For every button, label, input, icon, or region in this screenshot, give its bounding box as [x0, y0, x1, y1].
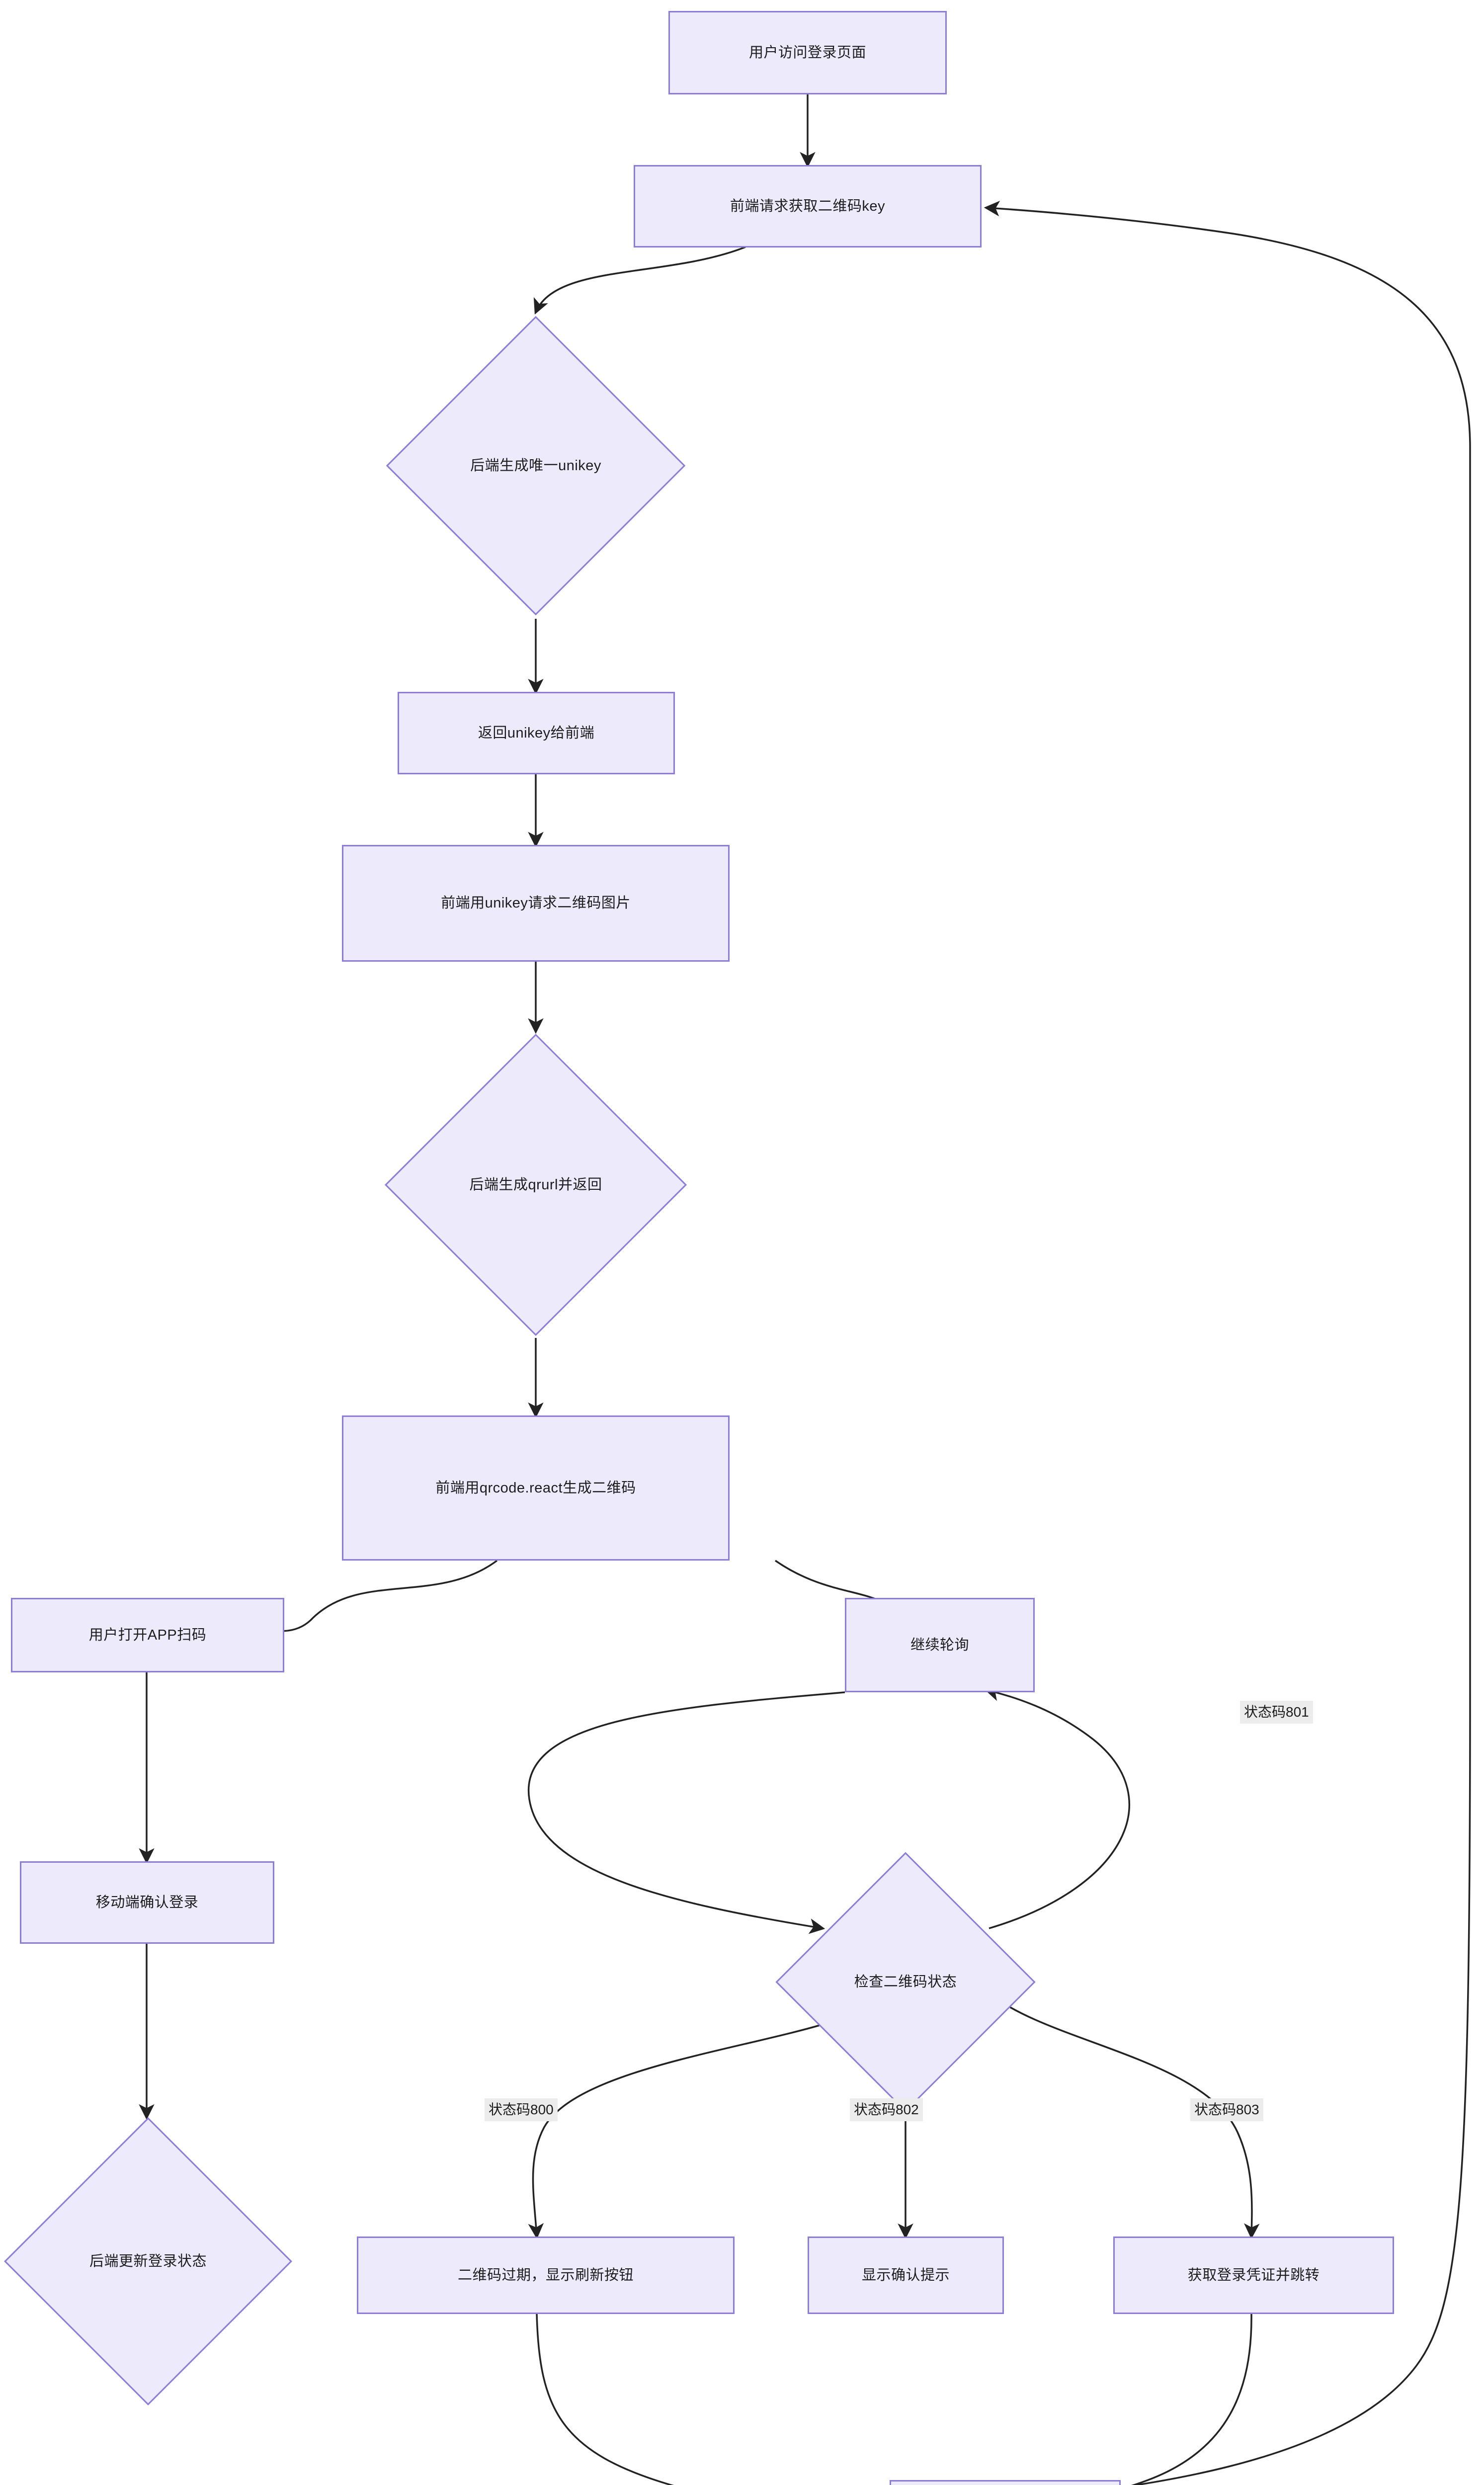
node-frontend-qrcode-react[interactable]: 前端用qrcode.react生成二维码 — [342, 1415, 730, 1561]
edge-n16-n2 — [984, 200, 1471, 2485]
node-label: 前端请求获取二维码key — [730, 198, 886, 214]
node-label: 返回unikey给前端 — [478, 725, 595, 741]
node-mobile-confirm-login[interactable]: 移动端确认登录 — [20, 1861, 274, 1944]
node-frontend-request-qr-image[interactable]: 前端用unikey请求二维码图片 — [342, 845, 730, 962]
node-show-confirm-prompt[interactable]: 显示确认提示 — [808, 2236, 1004, 2314]
edge-label-status-803: 状态码803 — [1190, 2098, 1263, 2121]
node-frontend-request-qr-key[interactable]: 前端请求获取二维码key — [634, 165, 982, 248]
node-label: 前端用unikey请求二维码图片 — [441, 895, 631, 911]
edge-n11-n9 — [984, 1686, 1130, 1929]
node-label: 前端用qrcode.react生成二维码 — [435, 1480, 636, 1496]
node-label: 后端生成qrurl并返回 — [469, 1176, 602, 1193]
node-label: 移动端确认登录 — [95, 1894, 199, 1910]
edge-n2-n3 — [533, 246, 746, 315]
node-user-click-refresh[interactable]: 用户点击刷新 — [890, 2480, 1121, 2485]
node-label: 二维码过期，显示刷新按钮 — [457, 2267, 634, 2283]
node-label: 检查二维码状态 — [854, 1974, 957, 1990]
node-continue-polling[interactable]: 继续轮询 — [845, 1598, 1035, 1692]
edge-label-status-800: 状态码800 — [485, 2098, 558, 2121]
node-backend-generate-unikey[interactable]: 后端生成唯一unikey — [386, 312, 686, 619]
node-return-unikey-to-frontend[interactable]: 返回unikey给前端 — [398, 692, 675, 774]
node-user-open-app-scan[interactable]: 用户打开APP扫码 — [11, 1598, 284, 1672]
node-backend-update-login-state[interactable]: 后端更新登录状态 — [4, 2117, 292, 2405]
node-label: 用户访问登录页面 — [748, 44, 866, 61]
edge-n9-n11 — [527, 1691, 845, 1934]
node-label: 获取登录凭证并跳转 — [1187, 2267, 1320, 2283]
edge-label-status-801: 状态码801 — [1240, 1701, 1313, 1724]
edge-n15-n16 — [1131, 2313, 1252, 2485]
node-qr-expired-show-refresh[interactable]: 二维码过期，显示刷新按钮 — [357, 2236, 735, 2314]
node-label: 显示确认提示 — [861, 2267, 950, 2283]
node-get-credential-and-redirect[interactable]: 获取登录凭证并跳转 — [1113, 2236, 1394, 2314]
node-user-visits-login-page[interactable]: 用户访问登录页面 — [668, 11, 947, 94]
node-label: 后端更新登录状态 — [89, 2253, 207, 2269]
node-check-qr-status[interactable]: 检查二维码状态 — [775, 1849, 1036, 2115]
node-backend-generate-qrurl[interactable]: 后端生成qrurl并返回 — [383, 1031, 689, 1338]
node-label: 继续轮询 — [910, 1637, 969, 1653]
edge-n13-n16 — [536, 2313, 674, 2485]
node-label: 用户打开APP扫码 — [88, 1627, 207, 1643]
edge-label-status-802: 状态码802 — [850, 2098, 923, 2121]
node-label: 后端生成唯一unikey — [470, 457, 601, 474]
